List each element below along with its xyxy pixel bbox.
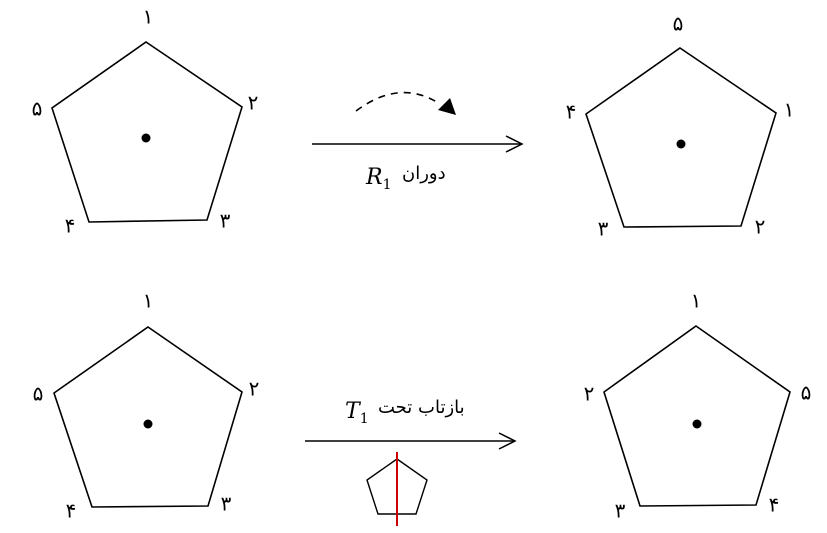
vertex-label-right: ۲ bbox=[249, 377, 260, 401]
reflection-arrow: T1 بازتاب تحت bbox=[305, 397, 517, 526]
rotation-before-pentagon: ۱ ۲ ۳ ۴ ۵ bbox=[32, 5, 259, 238]
vertex-label-left: ۴ bbox=[566, 100, 577, 124]
rotation-arrow: R1 دوران bbox=[312, 91, 524, 193]
vertex-label-top: ۱ bbox=[691, 289, 702, 313]
center-dot bbox=[676, 139, 686, 149]
pentagon-shape bbox=[603, 325, 791, 507]
vertex-label-bottom-right: ۳ bbox=[220, 209, 231, 233]
reflection-caption: بازتاب تحت bbox=[378, 397, 465, 418]
vertex-label-bottom-left: ۴ bbox=[66, 499, 77, 523]
vertex-label-right: ۵ bbox=[801, 381, 812, 405]
vertex-label-top: ۵ bbox=[673, 12, 684, 36]
vertex-label-bottom-right: ۴ bbox=[769, 493, 780, 517]
vertex-label-bottom-left: ۴ bbox=[65, 214, 76, 238]
vertex-label-left: ۵ bbox=[32, 97, 43, 121]
vertex-label-bottom-left: ۳ bbox=[598, 217, 609, 241]
curved-dashed-arrow bbox=[355, 91, 441, 112]
vertex-label-top: ۱ bbox=[143, 289, 154, 313]
center-dot bbox=[692, 419, 702, 429]
arrow-head bbox=[498, 432, 517, 450]
rotation-row: ۱ ۲ ۳ ۴ ۵ R1 دوران ۵ ۱ ۲ ۳ ۴ bbox=[32, 5, 795, 241]
pentagon-shape bbox=[51, 41, 243, 223]
pentagon-shape bbox=[53, 326, 243, 508]
vertex-label-left: ۲ bbox=[584, 382, 595, 406]
center-dot bbox=[143, 419, 153, 429]
reflection-row: ۱ ۲ ۳ ۴ ۵ T1 بازتاب تحت ۱ ۵ ۴ ۳ bbox=[33, 289, 812, 526]
vertex-label-bottom-right: ۳ bbox=[221, 492, 232, 516]
vertex-label-bottom-left: ۳ bbox=[615, 499, 626, 523]
rotation-caption: دوران bbox=[402, 163, 446, 184]
rotation-symbol: R1 bbox=[365, 165, 392, 193]
rotation-after-pentagon: ۵ ۱ ۲ ۳ ۴ bbox=[566, 12, 795, 241]
reflection-after-pentagon: ۱ ۵ ۴ ۳ ۲ bbox=[584, 289, 812, 523]
vertex-label-bottom-right: ۲ bbox=[755, 215, 766, 239]
vertex-label-top: ۱ bbox=[143, 5, 154, 29]
vertex-label-right: ۱ bbox=[784, 98, 795, 122]
mirror-axis-icon bbox=[366, 452, 428, 526]
vertex-label-left: ۵ bbox=[33, 382, 44, 406]
curved-arrowhead bbox=[438, 98, 456, 115]
reflection-before-pentagon: ۱ ۲ ۳ ۴ ۵ bbox=[33, 289, 260, 523]
vertex-label-right: ۲ bbox=[248, 91, 259, 115]
arrow-head bbox=[505, 135, 524, 153]
reflection-symbol: T1 bbox=[345, 399, 369, 427]
pentagon-shape bbox=[585, 47, 777, 228]
center-dot bbox=[141, 133, 151, 143]
